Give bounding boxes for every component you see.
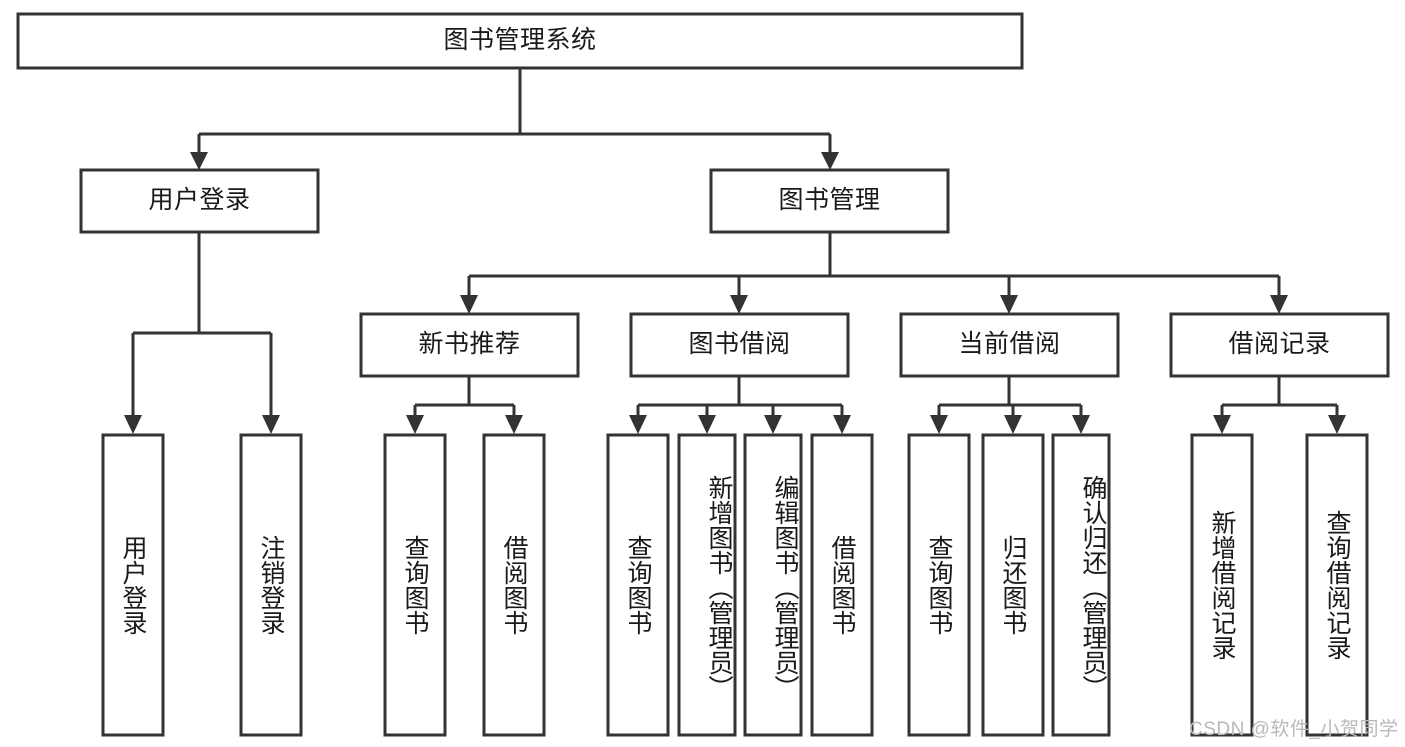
connector-group-user-login-to-leaves (124, 232, 280, 434)
node-box-leaf-query-book-current[interactable] (907, 433, 971, 737)
arrow-head-current-borrow (1000, 295, 1018, 314)
node-box-leaf-return-book[interactable] (981, 433, 1045, 737)
arrow-head-borrow-record (1270, 295, 1288, 314)
arrow-head-leaf-add-book-admin (698, 415, 716, 434)
node-box-book-borrow[interactable] (629, 312, 850, 378)
connector-group-root-to-level2 (190, 68, 839, 170)
arrow-head-leaf-confirm-return-admin (1072, 415, 1090, 434)
connector-group-book-manage-to-level3 (460, 232, 1288, 314)
connector-group-book-borrow-to-leaves (629, 376, 851, 434)
node-box-new-book-rec[interactable] (359, 312, 580, 378)
connector-group-current-borrow-to-leaves (930, 376, 1090, 434)
node-box-leaf-user-login[interactable] (101, 433, 165, 737)
arrow-head-leaf-query-book-rec (406, 415, 424, 434)
node-box-root[interactable] (16, 12, 1024, 70)
node-box-borrow-record[interactable] (1169, 312, 1390, 378)
arrow-head-leaf-add-borrow-record (1213, 415, 1231, 434)
arrow-head-leaf-borrow-book (833, 415, 851, 434)
node-box-user-login[interactable] (79, 168, 320, 234)
node-box-leaf-logout[interactable] (239, 433, 303, 737)
arrow-head-leaf-borrow-book-rec (505, 415, 523, 434)
node-box-current-borrow[interactable] (899, 312, 1120, 378)
arrow-head-new-book-rec (460, 295, 478, 314)
node-box-leaf-query-book-rec[interactable] (383, 433, 447, 737)
node-box-leaf-borrow-book-rec[interactable] (482, 433, 546, 737)
csdn-watermark: CSDN @软件_小贺同学 (1189, 719, 1399, 740)
arrow-head-user-login (190, 152, 208, 170)
arrow-head-book-manage (821, 152, 839, 170)
arrow-head-leaf-query-borrow-record (1328, 415, 1346, 434)
arrow-head-leaf-query-book-borrow (629, 415, 647, 434)
node-box-leaf-add-borrow-record[interactable] (1190, 433, 1254, 737)
arrow-head-leaf-logout (262, 415, 280, 434)
connector-group-new-book-rec-to-leaves (406, 376, 523, 434)
node-box-leaf-query-borrow-record[interactable] (1305, 433, 1369, 737)
node-box-leaf-borrow-book[interactable] (810, 433, 874, 737)
arrow-head-leaf-user-login (124, 415, 142, 434)
node-box-leaf-confirm-return-admin[interactable] (1051, 433, 1111, 737)
arrow-head-book-borrow (730, 295, 748, 314)
arrow-head-leaf-return-book (1004, 415, 1022, 434)
node-box-book-manage[interactable] (709, 168, 950, 234)
node-box-leaf-add-book-admin[interactable] (677, 433, 737, 737)
connector-group-borrow-record-to-leaves (1213, 376, 1346, 434)
arrow-head-leaf-query-book-current (930, 415, 948, 434)
node-box-leaf-edit-book-admin[interactable] (743, 433, 803, 737)
node-box-leaf-query-book-borrow[interactable] (606, 433, 670, 737)
arrow-head-leaf-edit-book-admin (764, 415, 782, 434)
